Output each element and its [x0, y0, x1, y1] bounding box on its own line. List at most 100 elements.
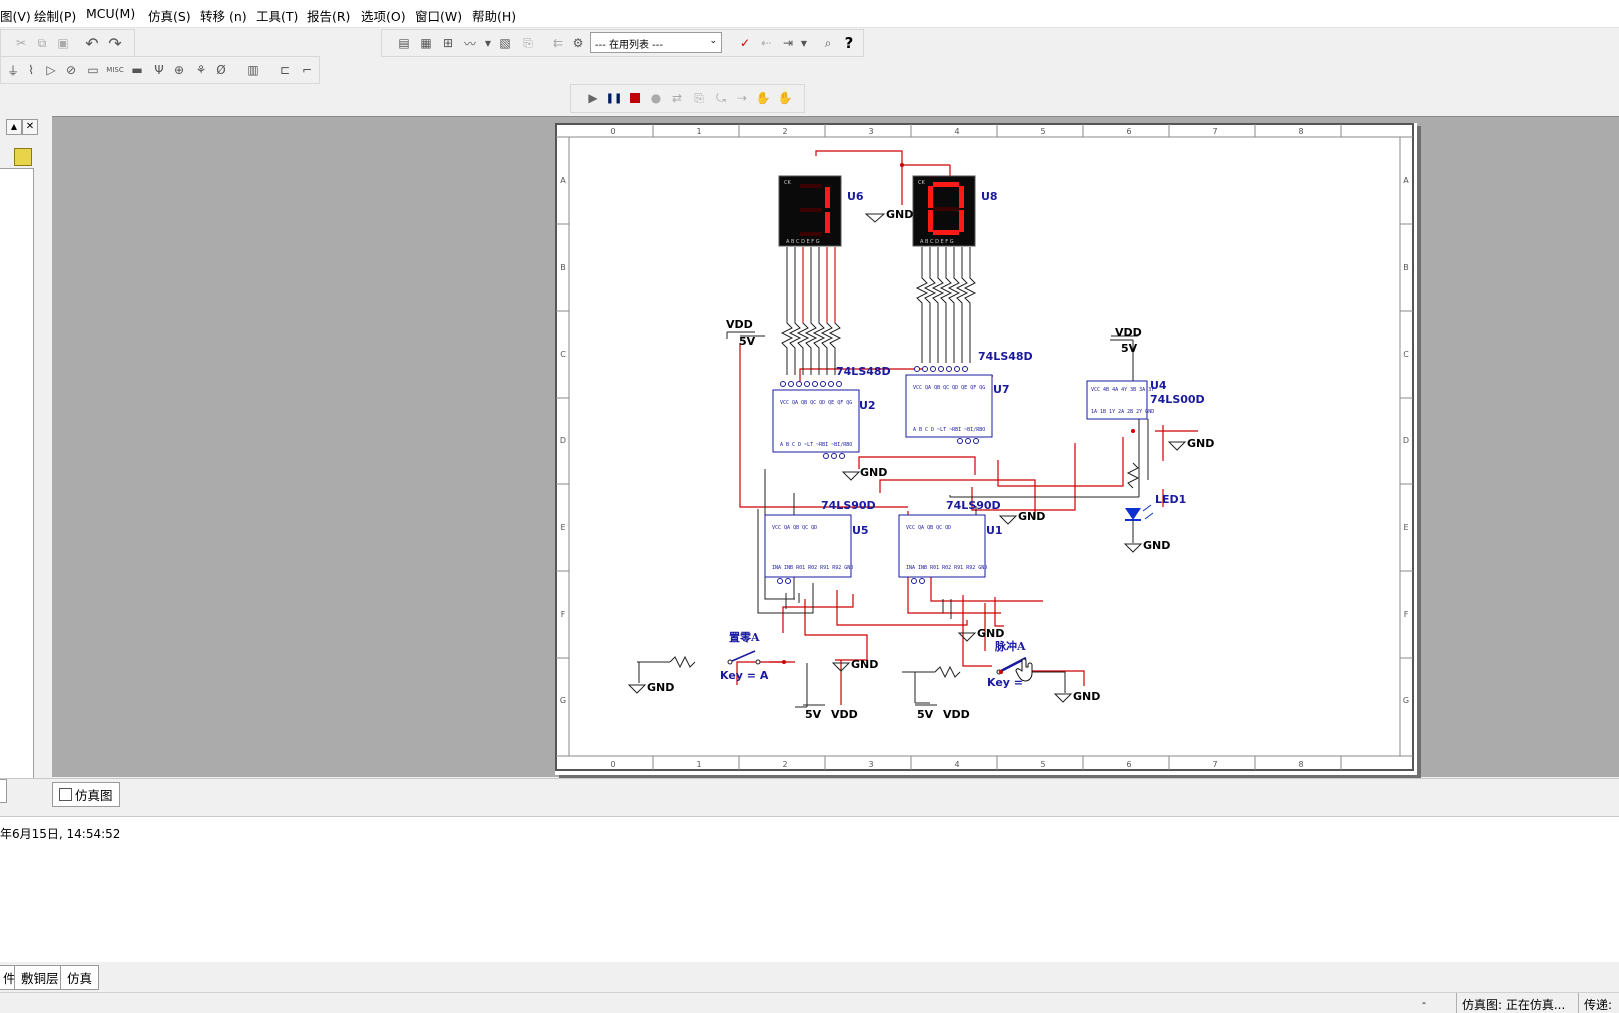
menu-help[interactable]: 帮助(H) [472, 9, 517, 24]
step-out-icon[interactable]: ⇢ [736, 91, 748, 105]
help-icon[interactable]: ? [844, 34, 854, 52]
schematic-sheet[interactable]: 0 1 2 3 4 5 6 7 8 0 1 2 3 4 5 6 7 8 A B … [555, 123, 1417, 775]
pause-icon[interactable]: ❚❚ [605, 92, 623, 104]
undo-icon[interactable]: ↶ [85, 33, 99, 53]
ruler-col: 6 [1126, 760, 1131, 769]
project-tree[interactable] [0, 168, 34, 780]
hierarchy-icon[interactable]: ⊏ [279, 63, 291, 77]
status-bar: - 仿真图: 正在仿真... 传递: [0, 992, 1619, 1013]
u5-ref: U5 [852, 524, 869, 537]
vdd-label: VDD [943, 708, 970, 721]
gnd-label: GND [647, 681, 674, 694]
ruler-row: F [561, 610, 566, 619]
analysis-icon[interactable]: 〰 [463, 36, 476, 51]
tab-simulation[interactable]: 仿真 [60, 965, 100, 990]
back-annotate-icon[interactable]: ⇇ [552, 36, 564, 50]
tab-simulation-sheet-label: 仿真图 [75, 788, 113, 803]
ruler-row: C [1403, 350, 1409, 359]
project-icon[interactable] [14, 148, 32, 166]
ruler-row: G [1403, 696, 1409, 705]
step-over-icon[interactable]: ⤿ [716, 90, 726, 105]
menu-view[interactable]: 图(V) [0, 9, 31, 24]
menu-window[interactable]: 窗口(W) [415, 9, 463, 24]
transfer-dropdown-icon[interactable]: ▼ [800, 38, 808, 48]
mcu-icon[interactable]: ▥ [247, 63, 259, 77]
sheet-tab-partial[interactable] [0, 779, 7, 803]
breakpoint-icon[interactable]: ✋ [755, 91, 771, 105]
in-use-list-select[interactable]: --- 在用列表 --- ⌄ [590, 32, 722, 53]
u8-ref: U8 [981, 190, 998, 203]
simulation-toolbar: ▶ ❚❚ ● ⇄ ⎘ ⤿ ⇢ ✋ ✋ [570, 84, 805, 113]
menu-place[interactable]: 绘制(P) [34, 9, 77, 24]
ruler-row: E [560, 523, 565, 532]
menu-transfer[interactable]: 转移 (n) [200, 9, 247, 24]
component-wizard-icon[interactable]: ⚙ [572, 36, 584, 50]
bus-icon[interactable]: ⌐ [301, 63, 313, 77]
erc-icon[interactable]: ✓ [739, 36, 751, 50]
indicator-icon[interactable]: ▬ [131, 63, 143, 77]
diode-icon[interactable]: ▷ [46, 63, 56, 77]
resistor-reset [669, 655, 696, 669]
postprocessor-icon[interactable]: ▧ [499, 36, 511, 50]
redo-icon[interactable]: ↷ [108, 33, 122, 53]
analog-icon[interactable]: ▭ [87, 63, 99, 77]
search-icon[interactable]: ⌕ [824, 35, 832, 50]
ruler-row: C [560, 350, 566, 359]
remove-breakpoints-icon[interactable]: ✋ [777, 91, 793, 105]
gnd-label: GND [1018, 510, 1045, 523]
transfer-back-icon[interactable]: ⇠ [760, 36, 772, 50]
rf-icon[interactable]: ⚘ [195, 63, 207, 77]
ruler-col: 7 [1212, 127, 1217, 136]
menu-simulate[interactable]: 仿真(S) [148, 9, 191, 24]
paste-icon[interactable]: ▣ [57, 36, 69, 50]
description-icon[interactable]: ⎘ [523, 35, 533, 50]
u6-ref: U6 [847, 190, 864, 203]
antenna-icon[interactable]: Ψ [154, 63, 164, 77]
tab-simulation-sheet[interactable]: 仿真图 [52, 782, 120, 807]
tab-copper-layer[interactable]: 敷铜层 [14, 965, 66, 990]
svg-text:VCC 4B 4A 4Y 3B 3A 3Y: VCC 4B 4A 4Y 3B 3A 3Y [1091, 387, 1154, 393]
menu-tools[interactable]: 工具(T) [256, 9, 299, 24]
u1-ref: U1 [986, 524, 1003, 537]
svg-text:1A 1B 1Y 2A 2B 2Y GND: 1A 1B 1Y 2A 2B 2Y GND [1091, 409, 1154, 415]
panel-float-button[interactable]: ▲ [6, 119, 22, 135]
misc-icon[interactable]: MISC [106, 66, 124, 74]
analysis-dropdown-icon[interactable]: ▼ [484, 38, 492, 48]
panel-close-button[interactable]: ✕ [22, 119, 38, 135]
transfer-icon[interactable]: ⇥ [782, 36, 794, 50]
led1 [1125, 462, 1154, 543]
segment-b [825, 187, 830, 208]
design-toolbox-icon[interactable]: ▤ [398, 36, 410, 50]
gnd-label: GND [851, 658, 878, 671]
ruler-col: 7 [1212, 760, 1217, 769]
ruler-col: 0 [610, 127, 615, 136]
menu-options[interactable]: 选项(O) [361, 9, 406, 24]
standard-toolbar: ✂ ⧉ ▣ ↶ ↷ [0, 29, 135, 57]
electromech-icon[interactable]: ⊕ [173, 63, 185, 77]
source-icon[interactable]: ⏚ [6, 63, 19, 78]
pause-at-next-icon[interactable]: ● [650, 91, 662, 105]
gnd-symbols [627, 213, 1187, 703]
transistor-icon[interactable]: ⊘ [65, 63, 77, 77]
grapher-icon[interactable]: ⊞ [442, 36, 454, 50]
probe-icon[interactable]: Ø [216, 63, 226, 77]
menu-mcu[interactable]: MCU(M) [86, 6, 136, 21]
vdd-label: VDD [1115, 326, 1142, 339]
cut-icon[interactable]: ✂ [15, 36, 27, 50]
junctions [782, 163, 1135, 674]
step-into-icon[interactable]: ⎘ [694, 90, 704, 105]
menu-reports[interactable]: 报告(R) [307, 9, 351, 24]
switch-reset[interactable] [727, 650, 761, 665]
svg-text:CK: CK [784, 180, 791, 186]
svg-text:VCC QA QB QC QD QE QF QG: VCC QA QB QC QD QE QF QG [913, 385, 985, 391]
spreadsheet-icon[interactable]: ▦ [420, 36, 432, 50]
switch-pulse-name: 脉冲A [994, 639, 1026, 653]
basic-icon[interactable]: ⌇ [28, 63, 34, 77]
ruler-col: 2 [782, 127, 787, 136]
svg-text:VCC QA QB QC QD: VCC QA QB QC QD [906, 525, 951, 531]
run-icon[interactable]: ▶ [588, 91, 598, 105]
step-icon[interactable]: ⇄ [671, 91, 683, 105]
stop-icon[interactable] [625, 88, 645, 108]
copy-icon[interactable]: ⧉ [37, 35, 47, 50]
gnd-label: GND [1143, 539, 1170, 552]
